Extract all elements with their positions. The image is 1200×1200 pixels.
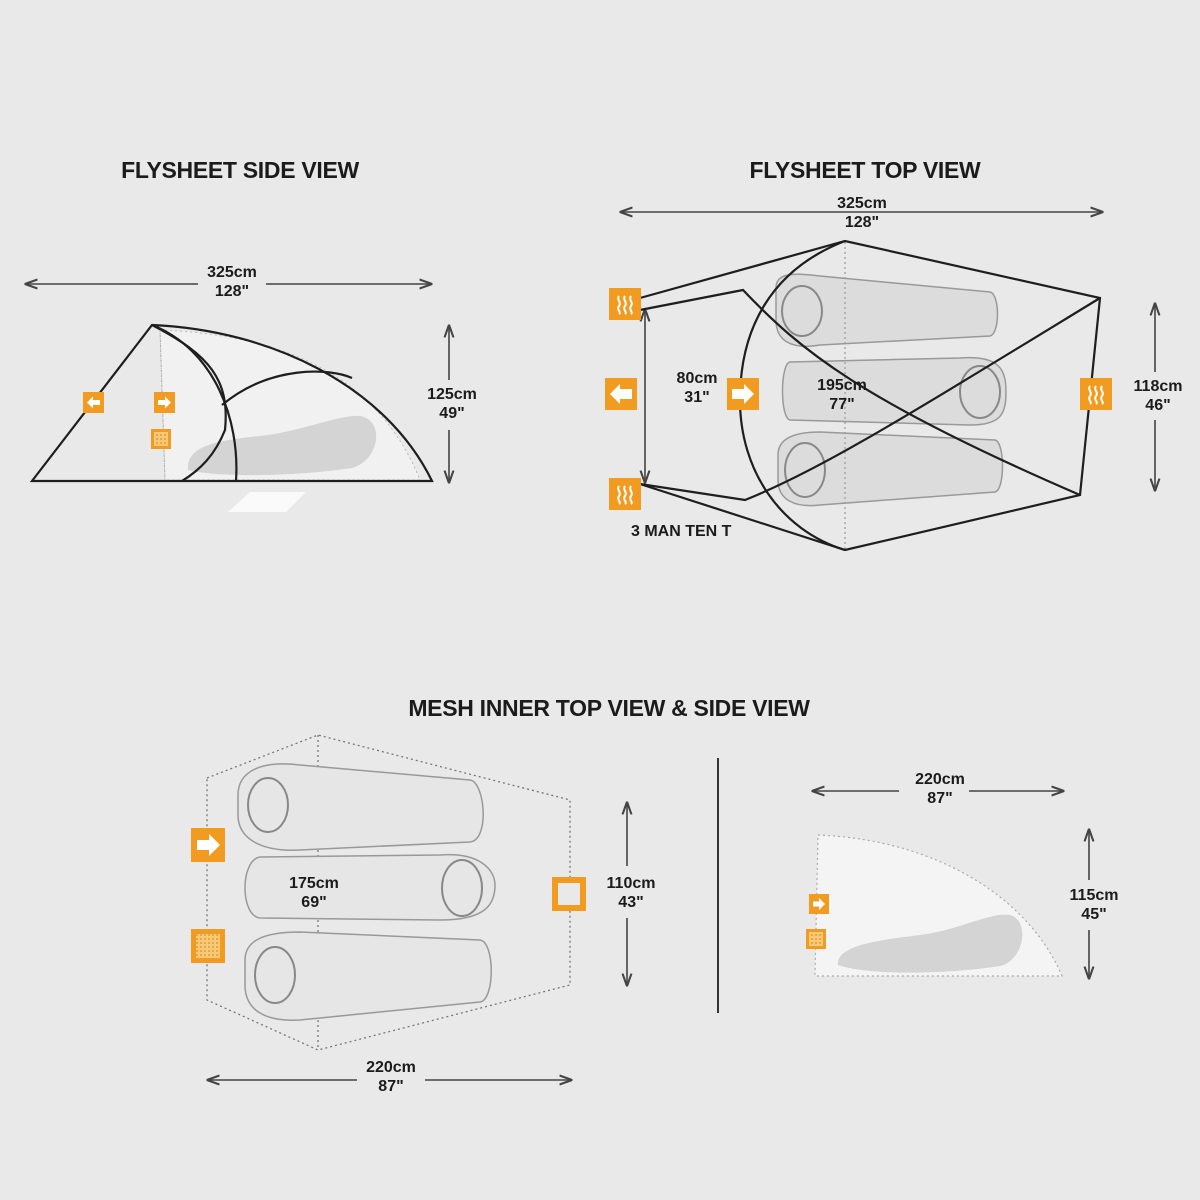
capacity-label: 3 MAN TEN T — [631, 523, 732, 540]
pole-line — [639, 297, 1101, 502]
pole-arc — [221, 370, 353, 406]
flysheet-top-drawing — [605, 212, 1155, 552]
door-arrow-icon — [605, 378, 637, 410]
dimension-cm: 325cm — [837, 195, 887, 212]
top-width-label: 118cm 46" — [1134, 377, 1183, 415]
dimension-in: 31" — [684, 389, 710, 406]
dimension-cm: 220cm — [915, 771, 965, 788]
dimension-in: 69" — [301, 894, 327, 911]
side-height-label: 125cm 49" — [427, 385, 477, 423]
mesh-side-height-label: 115cm 45" — [1070, 886, 1119, 924]
side-length-label: 325cm 128" — [207, 263, 257, 301]
dimension-in: 45" — [1081, 906, 1107, 923]
dimension-in: 49" — [439, 405, 465, 422]
mesh-panel-icon — [191, 929, 225, 963]
flysheet-outline — [29, 323, 434, 483]
sleeping-bag-hood — [247, 777, 289, 833]
dimension-in: 43" — [618, 894, 644, 911]
top-inner-label: 195cm 77" — [817, 376, 867, 414]
vent-icon — [609, 288, 641, 320]
dimension-in: 87" — [927, 790, 953, 807]
mesh-inner-view-title: MESH INNER TOP VIEW & SIDE VIEW — [408, 695, 810, 721]
mesh-length-label: 220cm 87" — [366, 1058, 416, 1096]
sleeping-bag — [237, 763, 484, 851]
sleeping-bag-hood — [784, 442, 826, 498]
door-arrow-icon — [727, 378, 759, 410]
dimension-cm: 325cm — [207, 264, 257, 281]
dimension-in: 128" — [844, 214, 880, 231]
flysheet-side-view-title: FLYSHEET SIDE VIEW — [121, 157, 359, 183]
dimension-in: 77" — [829, 396, 855, 413]
dimension-cm: 110cm — [606, 875, 656, 892]
mesh-panel-icon — [806, 929, 826, 949]
dimension-cm: 118cm — [1133, 378, 1183, 395]
door-arrow-icon — [809, 894, 829, 914]
sleeping-bag-hood — [781, 285, 823, 337]
vent-icon — [609, 478, 641, 510]
sleeping-bag-hood — [441, 859, 483, 917]
dimension-cm: 175cm — [289, 875, 339, 892]
ground-shadow — [228, 492, 306, 512]
mesh-side-length-label: 220cm 87" — [915, 770, 965, 808]
dimension-in: 87" — [378, 1078, 404, 1095]
flysheet-side-drawing — [26, 284, 449, 512]
sleeping-bag-silhouette — [837, 914, 1023, 973]
mesh-inner-outline — [206, 734, 571, 1051]
vent-icon — [1080, 378, 1112, 410]
mesh-inner-top-drawing — [191, 734, 627, 1080]
window-icon — [552, 877, 586, 911]
mesh-panel-icon — [151, 429, 171, 449]
top-length-label: 325cm 128" — [837, 194, 887, 232]
top-door-label: 80cm 31" — [677, 369, 718, 407]
door-arrow-icon — [83, 392, 104, 413]
dimension-cm: 195cm — [817, 377, 867, 394]
door-arrow-icon — [191, 828, 225, 862]
sleeping-bag-silhouette — [187, 415, 377, 476]
dimension-cm: 125cm — [427, 386, 477, 403]
mesh-inner-side-drawing — [806, 791, 1089, 978]
pole-line — [639, 288, 1081, 497]
pole-arc — [151, 323, 238, 482]
dimension-cm: 115cm — [1069, 887, 1119, 904]
flysheet-top-view-title: FLYSHEET TOP VIEW — [749, 157, 981, 183]
sleeping-bag-hood — [254, 946, 296, 1004]
sleeping-bag — [244, 853, 496, 921]
sleeping-bag — [777, 431, 1004, 507]
dimension-in: 46" — [1145, 397, 1171, 414]
sleeping-bag-hood — [959, 365, 1001, 419]
dimension-in: 128" — [214, 283, 250, 300]
door-arrow-icon — [154, 392, 175, 413]
dimension-cm: 80cm — [676, 370, 718, 387]
mesh-width-label: 110cm 43" — [607, 874, 656, 912]
mesh-inner-label: 175cm 69" — [289, 874, 339, 912]
sleeping-bag — [244, 931, 492, 1021]
dimension-cm: 220cm — [366, 1059, 416, 1076]
